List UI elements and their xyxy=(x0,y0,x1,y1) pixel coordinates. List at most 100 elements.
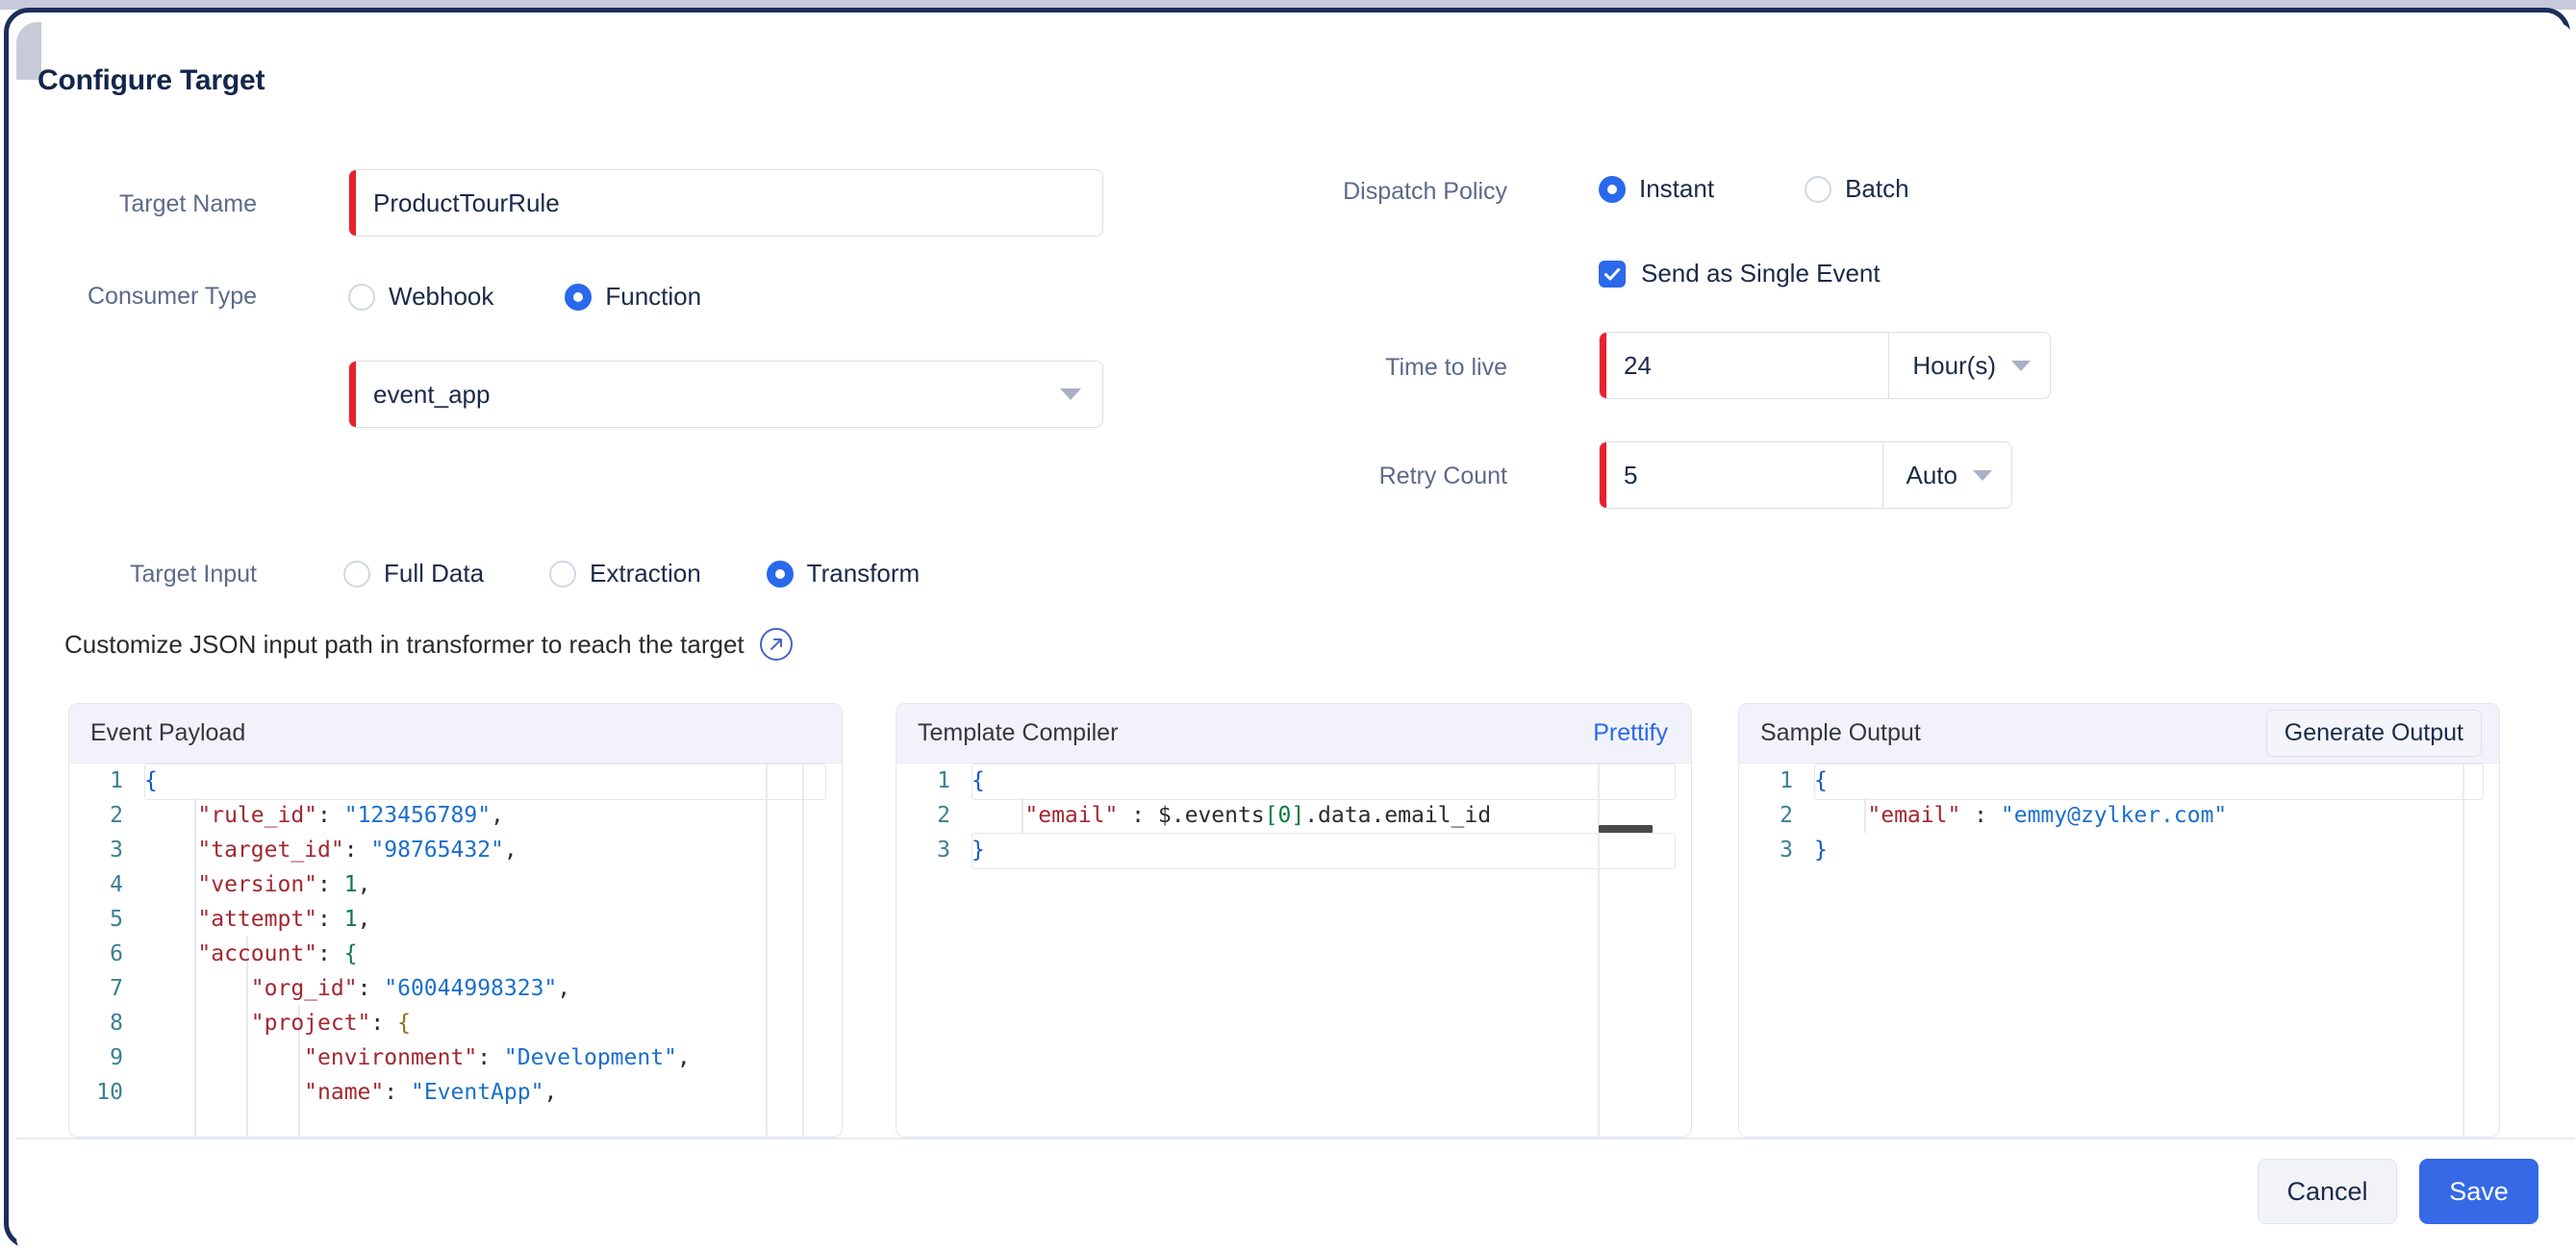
radio-instant[interactable]: Instant xyxy=(1599,174,1714,204)
retry-count-field[interactable]: 5 Auto xyxy=(1599,441,2012,509)
code-line: 3 } xyxy=(1739,833,2499,867)
code-line: 2 "rule_id": "123456789", xyxy=(69,798,842,833)
radio-function[interactable]: Function xyxy=(565,282,701,312)
template-compiler-panel: Template Compiler Prettify 1 { 2 "email"… xyxy=(896,703,1692,1138)
send-single-event-checkbox[interactable]: Send as Single Event xyxy=(1599,259,1881,288)
sample-output-code[interactable]: 1 { 2 "email" : "emmy@zylker.com" 3 } xyxy=(1739,764,2499,1137)
code-line: 7 "org_id": "60044998323", xyxy=(69,971,842,1006)
target-input-label: Target Input xyxy=(129,561,257,588)
line-number: 5 xyxy=(110,907,123,932)
line-number: 10 xyxy=(96,1080,123,1105)
external-link-arrow-icon[interactable] xyxy=(759,628,793,661)
radio-transform-label: Transform xyxy=(806,559,921,588)
chevron-down-icon xyxy=(1973,469,1992,481)
template-compiler-code[interactable]: 1 { 2 "email" : $.events[0].data.email_i… xyxy=(897,764,1691,1137)
line-number: 6 xyxy=(110,941,123,966)
line-number: 1 xyxy=(110,768,123,793)
sample-output-title: Sample Output xyxy=(1760,719,1921,746)
consumer-type-radio-group: Webhook Function xyxy=(348,282,701,312)
required-indicator xyxy=(1600,333,1606,398)
code-line: 9 "environment": "Development", xyxy=(69,1040,842,1075)
radio-webhook-label: Webhook xyxy=(389,282,494,311)
dispatch-policy-radio-group: Instant Batch xyxy=(1599,174,1909,204)
prettify-button[interactable]: Prettify xyxy=(1593,719,1668,746)
send-single-event-label: Send as Single Event xyxy=(1641,259,1881,288)
line-number: 1 xyxy=(937,768,950,793)
radio-extraction-label: Extraction xyxy=(590,559,701,588)
radio-transform[interactable]: Transform xyxy=(766,559,921,588)
required-indicator xyxy=(349,170,356,236)
radio-circle-selected-icon xyxy=(565,283,593,311)
event-payload-code[interactable]: 1 { 2 "rule_id": "123456789", 3 "target_… xyxy=(69,764,842,1137)
line-number: 4 xyxy=(110,872,123,897)
save-button[interactable]: Save xyxy=(2419,1159,2538,1224)
retry-count-unit-select[interactable]: Auto xyxy=(1881,442,2012,508)
required-indicator xyxy=(1600,442,1606,508)
time-to-live-unit-select[interactable]: Hour(s) xyxy=(1888,333,2050,398)
line-number: 3 xyxy=(1780,838,1793,863)
radio-full-data[interactable]: Full Data xyxy=(343,559,484,588)
radio-circle-selected-icon xyxy=(766,560,794,588)
radio-webhook[interactable]: Webhook xyxy=(348,282,493,312)
cancel-button[interactable]: Cancel xyxy=(2258,1159,2397,1224)
template-compiler-header: Template Compiler Prettify xyxy=(897,704,1691,764)
target-input-radio-group: Full Data Extraction Transform xyxy=(343,559,920,588)
radio-circle-selected-icon xyxy=(1599,175,1626,203)
dialog-frame: Configure Target Target Name ProductTour… xyxy=(4,8,2575,1252)
function-select[interactable]: event_app xyxy=(348,361,1103,428)
code-line: 6 "account": { xyxy=(69,937,842,971)
code-line: 5 "attempt": 1, xyxy=(69,902,842,937)
generate-output-button[interactable]: Generate Output xyxy=(2265,710,2482,757)
dialog-body: Configure Target Target Name ProductTour… xyxy=(16,22,2575,1252)
customize-json-note-text: Customize JSON input path in transformer… xyxy=(64,629,745,659)
radio-instant-label: Instant xyxy=(1639,174,1715,203)
retry-count-value[interactable]: 5 xyxy=(1624,460,1638,489)
line-number: 3 xyxy=(937,838,950,863)
code-line: 1 { xyxy=(69,764,842,800)
line-number: 8 xyxy=(110,1011,123,1036)
code-line: 3 } xyxy=(897,833,1691,869)
sample-output-panel: Sample Output Generate Output 1 { 2 "ema… xyxy=(1738,703,2500,1138)
radio-circle-icon xyxy=(1805,175,1832,203)
line-number: 3 xyxy=(110,838,123,863)
code-line: 2 "email" : "emmy@zylker.com" xyxy=(1739,798,2499,833)
radio-circle-icon xyxy=(549,560,577,588)
event-payload-title: Event Payload xyxy=(90,719,246,746)
event-payload-panel: Event Payload 1 { 2 "rule_id": "12345678… xyxy=(68,703,843,1138)
line-number: 2 xyxy=(110,803,123,828)
time-to-live-value[interactable]: 24 xyxy=(1624,350,1652,380)
page-title: Configure Target xyxy=(38,64,265,96)
code-line: 3 "target_id": "98765432", xyxy=(69,833,842,867)
template-compiler-title: Template Compiler xyxy=(918,719,1119,746)
code-line: 8 "project": { xyxy=(69,1006,842,1040)
consumer-type-label: Consumer Type xyxy=(87,283,257,310)
line-number: 2 xyxy=(937,803,950,828)
retry-count-label: Retry Count xyxy=(1378,463,1507,489)
target-name-value: ProductTourRule xyxy=(373,188,560,217)
corner-chip xyxy=(16,22,41,80)
top-strip xyxy=(0,0,2576,10)
check-icon xyxy=(1599,260,1626,288)
time-to-live-unit-value: Hour(s) xyxy=(1912,350,1996,380)
event-payload-header: Event Payload xyxy=(69,704,842,764)
sample-output-header: Sample Output Generate Output xyxy=(1739,704,2499,764)
customize-json-note: Customize JSON input path in transformer… xyxy=(64,628,793,661)
code-line: 1 { xyxy=(1739,764,2499,800)
radio-full-data-label: Full Data xyxy=(384,559,485,588)
code-line: 10 "name": "EventApp", xyxy=(69,1075,842,1110)
code-line: 2 "email" : $.events[0].data.email_id xyxy=(897,798,1691,833)
target-name-input[interactable]: ProductTourRule xyxy=(348,169,1103,237)
code-line: 1 { xyxy=(897,764,1691,800)
function-select-value: event_app xyxy=(373,379,491,409)
required-indicator xyxy=(349,362,356,427)
dispatch-policy-label: Dispatch Policy xyxy=(1343,178,1507,205)
radio-extraction[interactable]: Extraction xyxy=(549,559,701,588)
target-name-label: Target Name xyxy=(118,190,257,217)
radio-circle-icon xyxy=(343,560,370,588)
retry-count-unit-value: Auto xyxy=(1906,460,1958,489)
line-number: 1 xyxy=(1780,768,1793,793)
footer-divider xyxy=(16,1138,2575,1139)
time-to-live-field[interactable]: 24 Hour(s) xyxy=(1599,332,2051,399)
radio-batch[interactable]: Batch xyxy=(1805,174,1909,204)
line-number: 2 xyxy=(1780,803,1793,828)
